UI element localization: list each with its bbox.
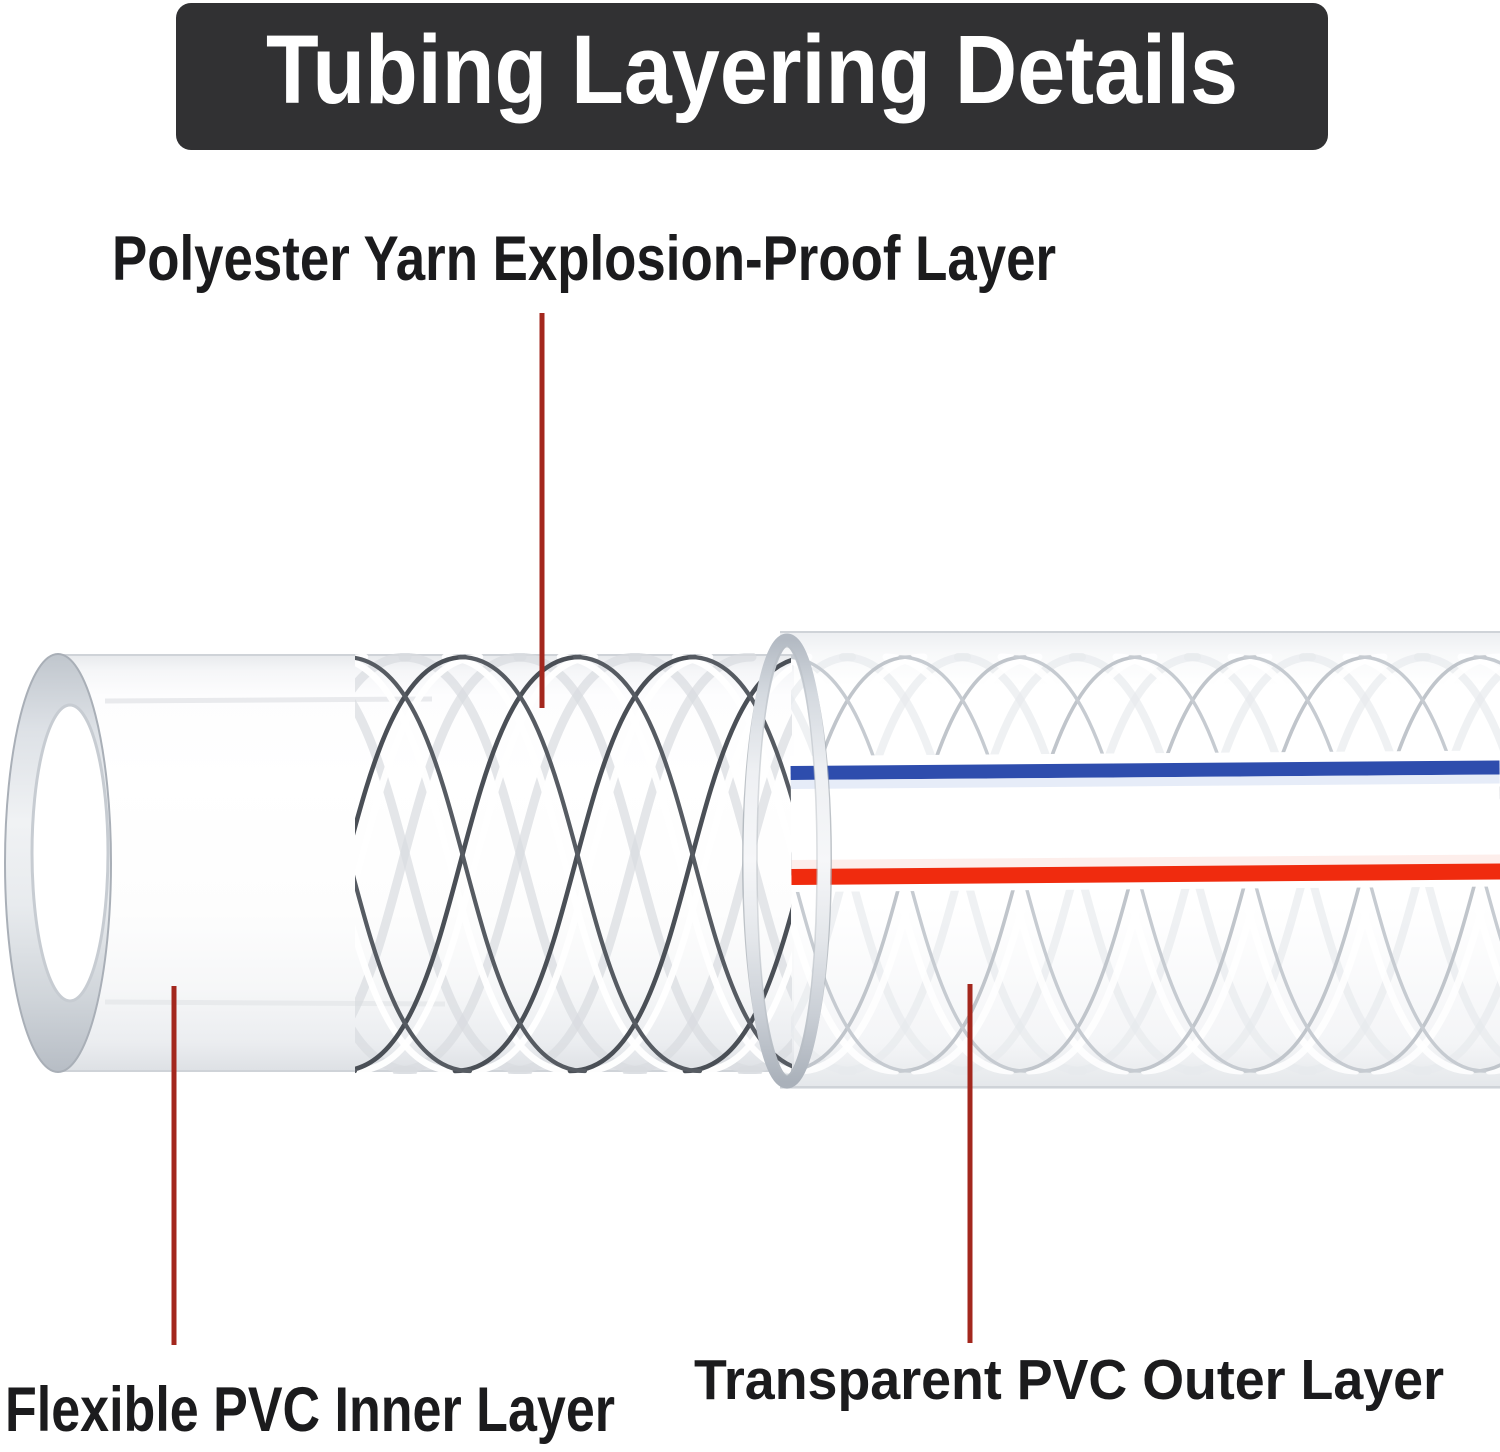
title-banner bbox=[176, 3, 1328, 150]
bore-bottom-line bbox=[104, 999, 446, 1007]
braid-layer-exposed bbox=[355, 653, 792, 1074]
tube-bore bbox=[30, 703, 110, 1003]
outer-layer-edge-ring bbox=[742, 633, 832, 1089]
tube-opening bbox=[4, 653, 112, 1073]
tracer-stripe-band bbox=[790, 750, 1500, 893]
bore-top-line bbox=[104, 696, 433, 704]
stripe-red bbox=[791, 863, 1500, 886]
label-polyester-yarn-layer: Polyester Yarn Explosion-Proof Layer bbox=[112, 224, 1056, 294]
label-transparent-pvc-outer-layer: Transparent PVC Outer Layer bbox=[694, 1348, 1444, 1412]
stripe-blue bbox=[790, 760, 1500, 781]
page-title: Tubing Layering Details bbox=[266, 15, 1238, 124]
label-flexible-pvc-inner-layer: Flexible PVC Inner Layer bbox=[5, 1375, 615, 1445]
